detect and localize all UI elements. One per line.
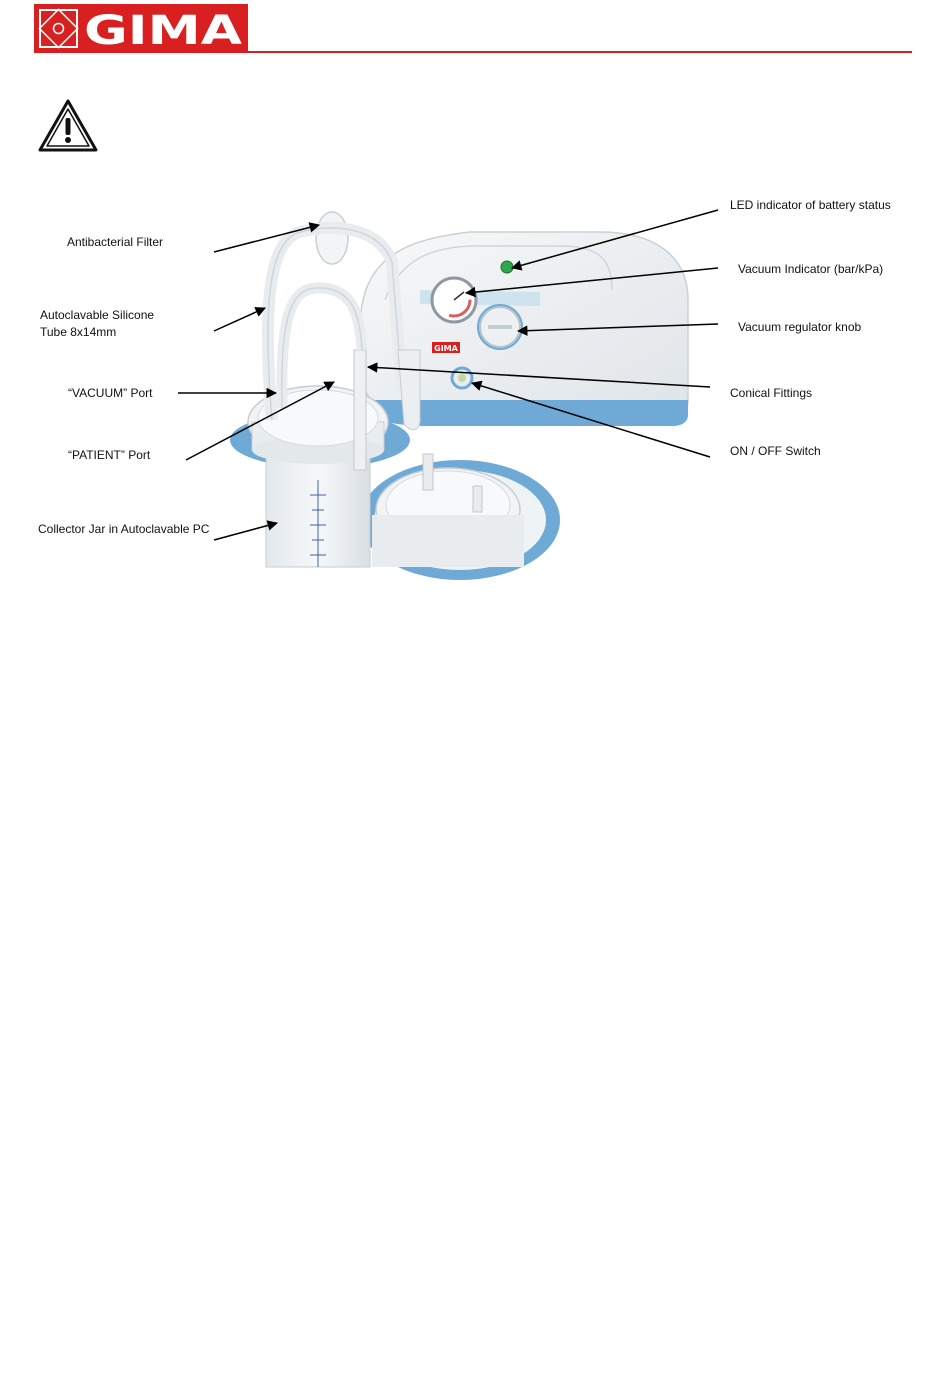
label-led-indicator: LED indicator of battery status	[730, 197, 891, 213]
header-rule	[248, 51, 912, 53]
label-collector-jar: Collector Jar in Autoclavable PC	[38, 521, 209, 537]
antibacterial-filter	[316, 212, 348, 264]
led-indicator	[501, 261, 513, 273]
device-illustration: GIMA	[0, 160, 950, 580]
suction-device-diagram: GIMA	[0, 160, 950, 580]
logo-text: GIMA	[84, 8, 242, 53]
label-regulator-knob: Vacuum regulator knob	[738, 319, 861, 335]
label-on-off-switch: ON / OFF Switch	[730, 443, 821, 459]
label-vacuum-port: “VACUUM” Port	[68, 385, 152, 401]
device-badge: GIMA	[434, 344, 459, 353]
warning-triangle-icon	[37, 98, 99, 153]
label-conical-fittings: Conical Fittings	[730, 385, 812, 401]
gima-logo: GIMA	[34, 4, 248, 53]
label-silicone-tube-line1: Autoclavable Silicone	[40, 307, 154, 323]
label-silicone-tube-line2: Tube 8x14mm	[40, 324, 116, 340]
label-vacuum-indicator: Vacuum Indicator (bar/kPa)	[738, 261, 883, 277]
label-antibacterial-filter: Antibacterial Filter	[67, 234, 163, 250]
label-patient-port: “PATIENT” Port	[68, 447, 150, 463]
